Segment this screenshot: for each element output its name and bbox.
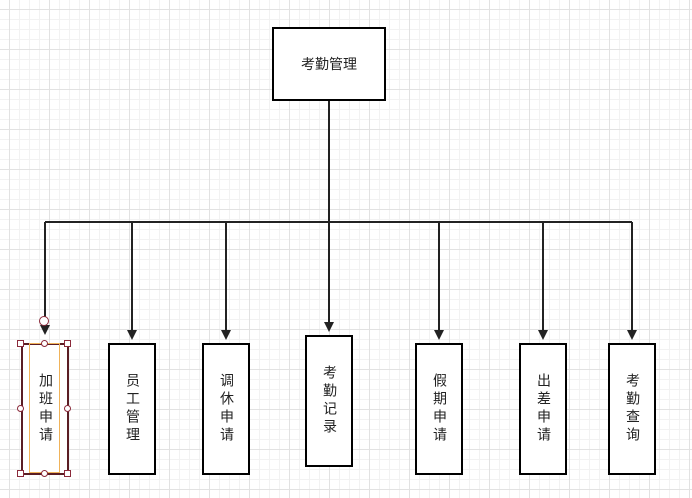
child-node-label: 出差申请 — [535, 373, 551, 445]
child-node-label: 加班申请 — [37, 373, 53, 445]
resize-handle-bottom[interactable] — [41, 470, 48, 477]
child-node-label: 假期申请 — [431, 373, 447, 445]
resize-handle-left[interactable] — [17, 405, 24, 412]
child-node-overtime-request[interactable]: 加班申请 — [21, 343, 69, 475]
child-node-label: 考勤记录 — [321, 365, 337, 437]
root-node[interactable]: 考勤管理 — [272, 27, 386, 101]
resize-handle-top-left[interactable] — [17, 340, 24, 347]
resize-handle-top[interactable] — [41, 340, 48, 347]
child-node-label: 员工管理 — [124, 373, 140, 445]
child-node-attendance-query[interactable]: 考勤查询 — [608, 343, 656, 475]
child-node-leave-in-lieu-request[interactable]: 调休申请 — [202, 343, 250, 475]
resize-handle-right[interactable] — [64, 405, 71, 412]
resize-handle-top-right[interactable] — [64, 340, 71, 347]
child-node-label: 考勤查询 — [624, 373, 640, 445]
child-node-employee-management[interactable]: 员工管理 — [108, 343, 156, 475]
resize-handle-bottom-right[interactable] — [64, 470, 71, 477]
rotate-handle[interactable] — [39, 316, 49, 326]
child-node-label: 调休申请 — [218, 373, 234, 445]
child-node-business-trip-request[interactable]: 出差申请 — [519, 343, 567, 475]
root-node-label: 考勤管理 — [301, 57, 357, 73]
child-node-vacation-request[interactable]: 假期申请 — [415, 343, 463, 475]
resize-handle-bottom-left[interactable] — [17, 470, 24, 477]
child-node-attendance-record[interactable]: 考勤记录 — [305, 335, 353, 467]
